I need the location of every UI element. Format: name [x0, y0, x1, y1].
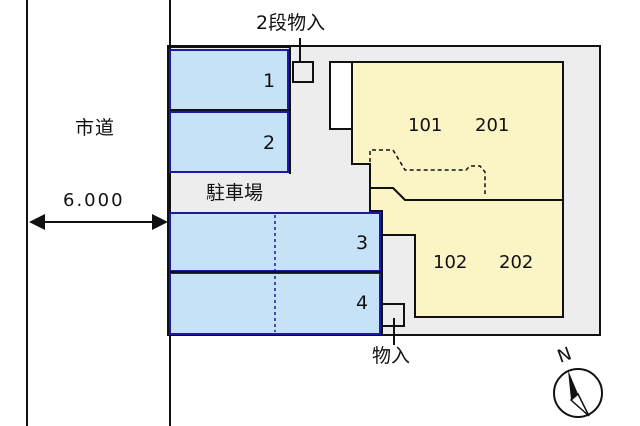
compass-needle-north — [568, 370, 578, 400]
unit-201-label: 201 — [475, 115, 510, 136]
road-width-label: 6.000 — [63, 190, 125, 211]
compass-needle-south — [569, 392, 590, 417]
compass-ring — [553, 368, 603, 418]
parking-number-3: 3 — [356, 232, 369, 254]
unit-101-label: 101 — [408, 115, 443, 136]
parking-space-3 — [169, 212, 381, 272]
unit-202-label: 202 — [499, 252, 534, 273]
parking-number-2: 2 — [263, 132, 276, 154]
storage-single-label: 物入 — [372, 345, 411, 367]
parking-label: 駐車場 — [206, 182, 264, 204]
building-lower — [369, 187, 564, 318]
parking-number-4: 4 — [356, 292, 369, 314]
building-protrusion — [329, 61, 353, 130]
storage-two-tier-box — [292, 61, 314, 83]
unit-102-label: 102 — [433, 252, 468, 273]
road-name-label: 市道 — [75, 117, 116, 139]
parking-space-2 — [169, 111, 289, 173]
compass — [553, 368, 603, 418]
road-width-arrow — [29, 214, 168, 230]
parking-number-1: 1 — [263, 70, 276, 92]
building-upper — [351, 61, 564, 201]
storage-two-tier-label: 2段物入 — [256, 12, 326, 34]
building-upper-dashed-outline — [369, 149, 486, 194]
parking-space-4 — [169, 272, 381, 335]
parking-space-1 — [169, 49, 290, 111]
